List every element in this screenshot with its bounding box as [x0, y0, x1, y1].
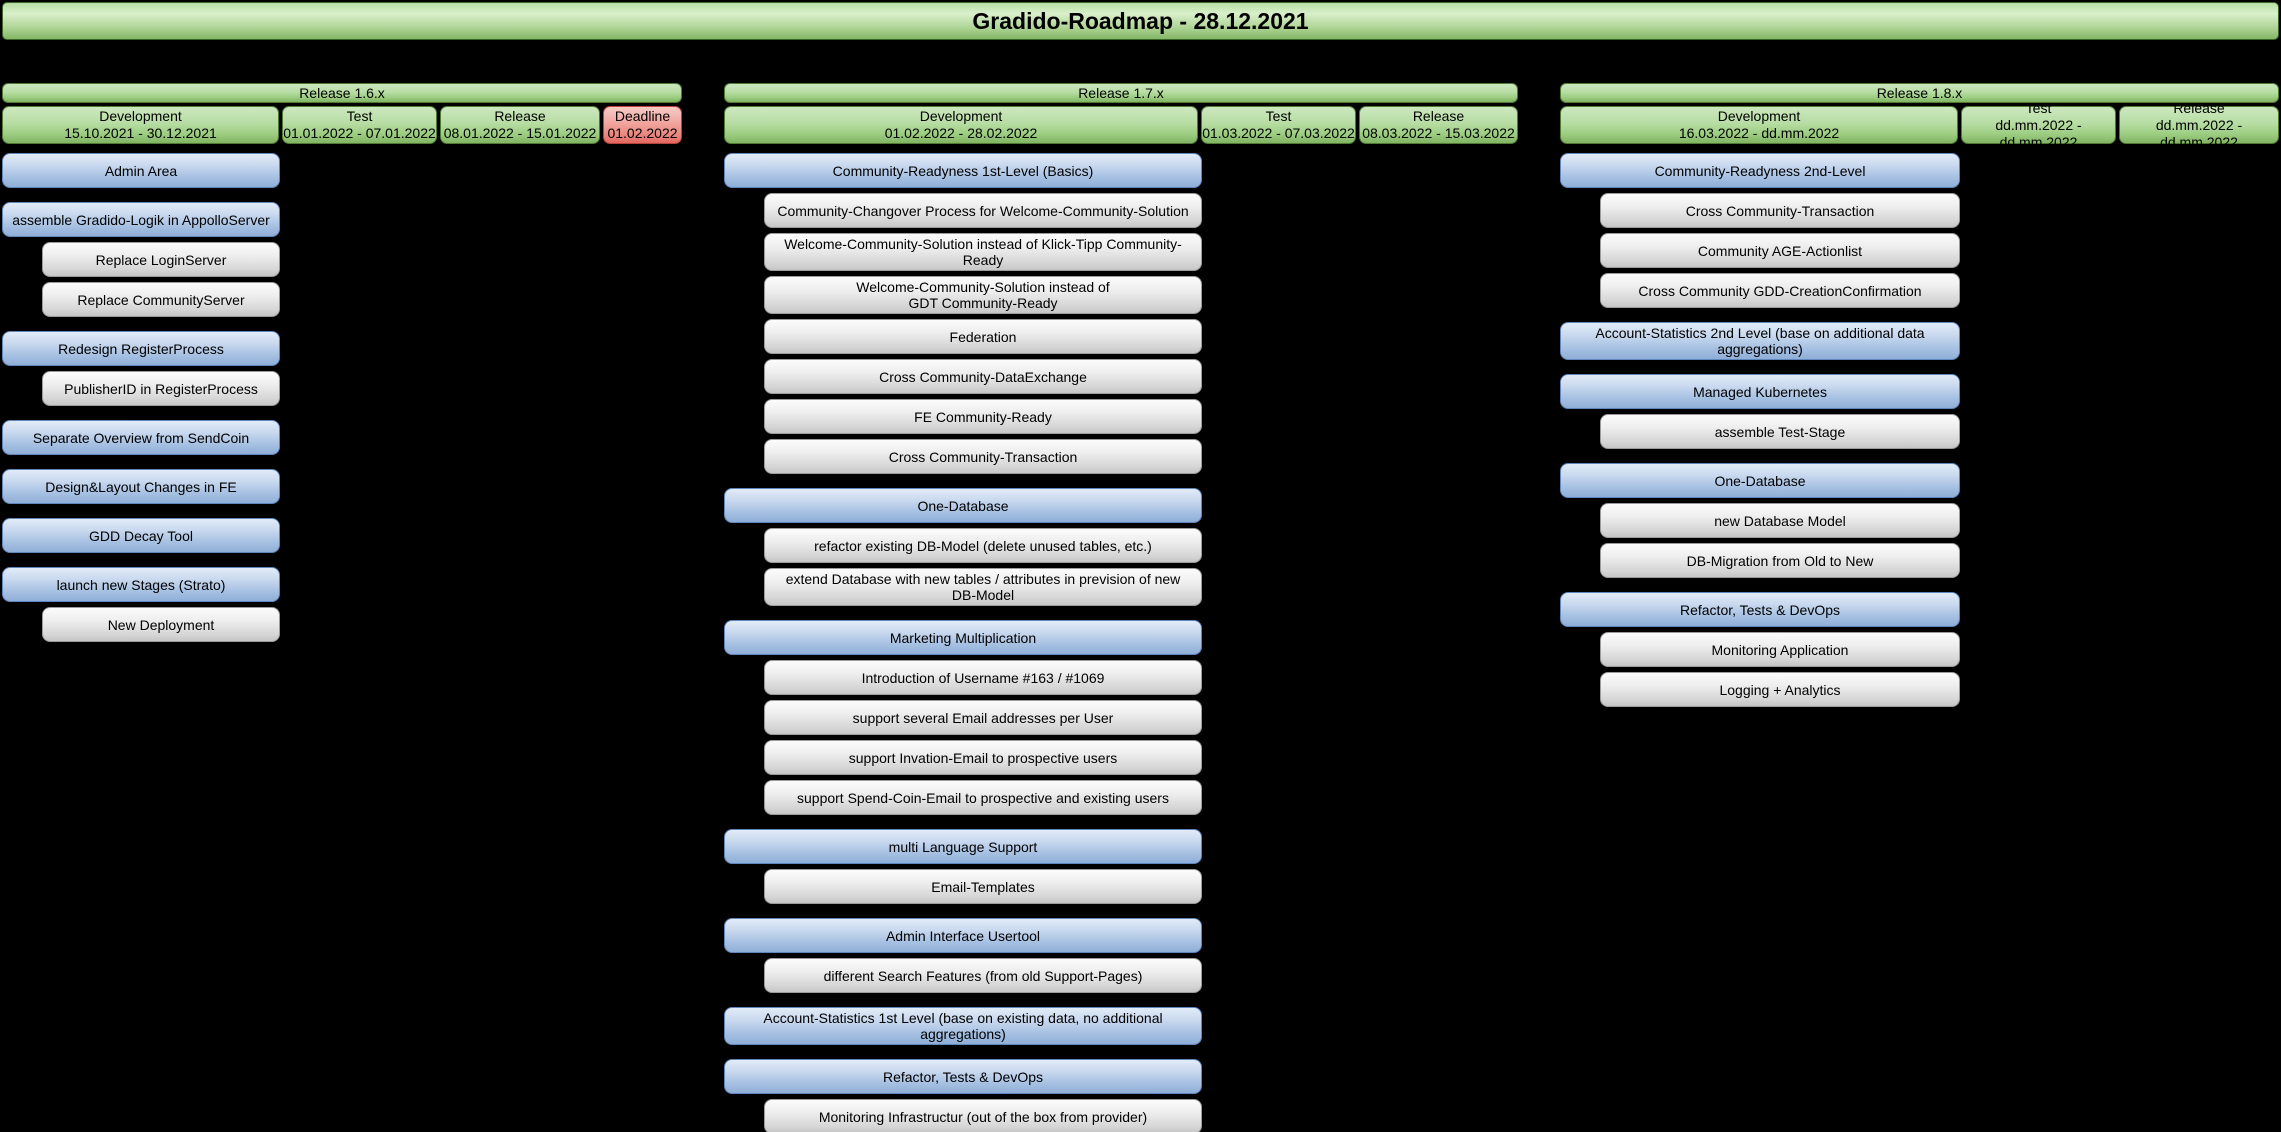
task-welcome-community-solution-instead-of-kl: Welcome-Community-Solution instead of Kl… [764, 233, 1202, 271]
task-refactor-existing-db-model-delete-unused: refactor existing DB-Model (delete unuse… [764, 528, 1202, 563]
task-managed-kubernetes: Managed Kubernetes [1560, 374, 1960, 409]
task-admin-area: Admin Area [2, 153, 280, 188]
task-redesign-registerprocess: Redesign RegisterProcess [2, 331, 280, 366]
task-community-readyness-1st-level-basics: Community-Readyness 1st-Level (Basics) [724, 153, 1202, 188]
task-welcome-community-solution-instead-of-gd: Welcome-Community-Solution instead of GD… [764, 276, 1202, 314]
release-1-6-task-list: Admin Area assemble Gradido-Logik in Appo… [2, 153, 280, 642]
task-marketing-multiplication: Marketing Multiplication [724, 620, 1202, 655]
task-launch-new-stages-strato: launch new Stages (Strato) [2, 567, 280, 602]
task-assemble-test-stage: assemble Test-Stage [1600, 414, 1960, 449]
task-account-statistics-1st-level-base-on-exi: Account-Statistics 1st Level (base on ex… [724, 1007, 1202, 1045]
task-assemble-gradido-logik-in-appolloserver: assemble Gradido-Logik in AppolloServer [2, 202, 280, 237]
task-support-invation-email-to-prospective-us: support Invation-Email to prospective us… [764, 740, 1202, 775]
task-cross-community-dataexchange: Cross Community-DataExchange [764, 359, 1202, 394]
phase-label: Release [1412, 108, 1465, 124]
task-cross-community-gdd-creationconfirmation: Cross Community GDD-CreationConfirmation [1600, 273, 1960, 308]
task-support-several-email-addresses-per-user: support several Email addresses per User [764, 700, 1202, 735]
task-community-changover-process-for-welcome-: Community-Changover Process for Welcome-… [764, 193, 1202, 228]
task-cross-community-transaction: Cross Community-Transaction [1600, 193, 1960, 228]
task-account-statistics-2nd-level-base-on-add: Account-Statistics 2nd Level (base on ad… [1560, 322, 1960, 360]
phase-label: Release [494, 108, 546, 124]
phase-dates: 01.01.2022 - 07.01.2022 [283, 125, 436, 141]
task-refactor-tests-devops: Refactor, Tests & DevOps [1560, 592, 1960, 627]
task-new-database-model: new Database Model [1600, 503, 1960, 538]
task-replace-communityserver: Replace CommunityServer [42, 282, 280, 317]
task-federation: Federation [764, 319, 1202, 354]
page-title: Gradido-Roadmap - 28.12.2021 [972, 7, 1309, 34]
task-support-spend-coin-email-to-prospective-: support Spend-Coin-Email to prospective … [764, 780, 1202, 815]
phase-dates: 16.03.2022 - dd.mm.2022 [1678, 125, 1840, 141]
task-introduction-of-username-163-1069: Introduction of Username #163 / #1069 [764, 660, 1202, 695]
task-cross-community-transaction: Cross Community-Transaction [764, 439, 1202, 474]
task-gdd-decay-tool: GDD Decay Tool [2, 518, 280, 553]
phase-label: Release [2173, 99, 2225, 116]
phase-label: Test [1265, 108, 1292, 124]
phase-label: Deadline [614, 108, 671, 124]
phase-dates: 08.03.2022 - 15.03.2022 [1362, 125, 1515, 141]
task-new-deployment: New Deployment [42, 607, 280, 642]
release-1-6-header: Release 1.6.x [2, 83, 682, 103]
task-community-readyness-2nd-level: Community-Readyness 2nd-Level [1560, 153, 1960, 188]
task-logging-analytics: Logging + Analytics [1600, 672, 1960, 707]
task-community-age-actionlist: Community AGE-Actionlist [1600, 233, 1960, 268]
task-separate-overview-from-sendcoin: Separate Overview from SendCoin [2, 420, 280, 455]
task-email-templates: Email-Templates [764, 869, 1202, 904]
phase-label: Development [99, 108, 182, 124]
task-extend-database-with-new-tables-attribut: extend Database with new tables / attrib… [764, 568, 1202, 606]
task-admin-interface-usertool: Admin Interface Usertool [724, 918, 1202, 953]
release-1-7-task-list: Community-Readyness 1st-Level (Basics) Co… [724, 153, 1202, 1132]
release-1-7-header: Release 1.7.x [724, 83, 1518, 103]
task-one-database: One-Database [1560, 463, 1960, 498]
phase-label: Development [1717, 108, 1801, 124]
task-design-layout-changes-in-fe: Design&Layout Changes in FE [2, 469, 280, 504]
task-db-migration-from-old-to-new: DB-Migration from Old to New [1600, 543, 1960, 578]
phase-label: Test [2025, 99, 2052, 116]
task-one-database: One-Database [724, 488, 1202, 523]
task-refactor-tests-devops: Refactor, Tests & DevOps [724, 1059, 1202, 1094]
phase-dates: dd.mm.2022 - dd.mm.2022 [2155, 116, 2243, 150]
task-multi-language-support: multi Language Support [724, 829, 1202, 864]
phase-label: Development [919, 108, 1003, 124]
phase-dates: 01.03.2022 - 07.03.2022 [1202, 125, 1355, 141]
release-1-8-header: Release 1.8.x [1560, 83, 2279, 103]
task-monitoring-infrastructur-out-of-the-box-: Monitoring Infrastructur (out of the box… [764, 1099, 1202, 1132]
task-fe-community-ready: FE Community-Ready [764, 399, 1202, 434]
phase-label: Test [346, 108, 373, 124]
task-replace-loginserver: Replace LoginServer [42, 242, 280, 277]
task-publisherid-in-registerprocess: PublisherID in RegisterProcess [42, 371, 280, 406]
phase-dates: 15.10.2021 - 30.12.2021 [64, 125, 217, 141]
roadmap-title-bar: Gradido-Roadmap - 28.12.2021 [2, 2, 2279, 40]
phase-dates: 08.01.2022 - 15.01.2022 [443, 125, 597, 141]
phase-dates: 01.02.2022 - 28.02.2022 [884, 125, 1038, 141]
phase-dates: dd.mm.2022 - dd.mm.2022 [1995, 116, 2082, 150]
phase-dates: 01.02.2022 [607, 125, 678, 141]
task-different-search-features-from-old-suppo: different Search Features (from old Supp… [764, 958, 1202, 993]
task-monitoring-application: Monitoring Application [1600, 632, 1960, 667]
